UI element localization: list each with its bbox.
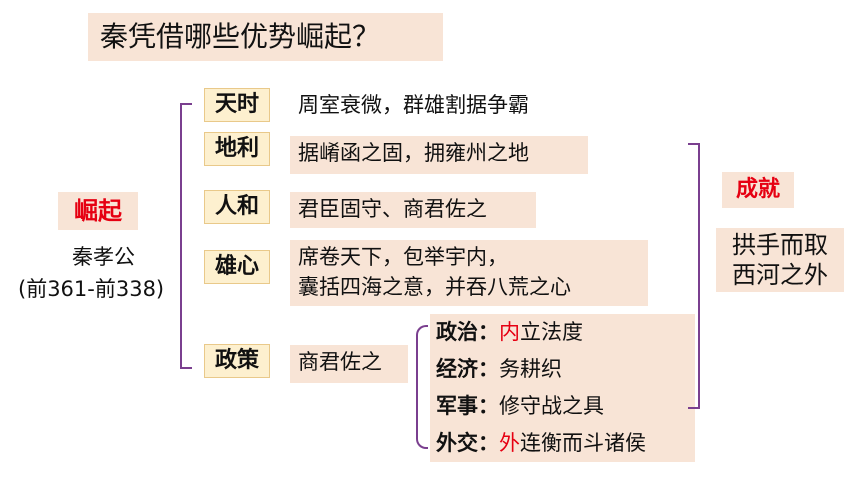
rise-label: 崛起 bbox=[58, 192, 138, 230]
tag-xiongxin: 雄心 bbox=[204, 250, 270, 284]
tag-tianshi: 天时 bbox=[204, 88, 270, 122]
page-title: 秦凭借哪些优势崛起？ bbox=[88, 13, 443, 61]
policy-block: 政治：内立法度 经济：务耕织 军事：修守战之具 外交：外连衡而斗诸侯 bbox=[430, 314, 695, 462]
text-dili: 据崤函之固，拥雍州之地 bbox=[290, 136, 588, 174]
policy-label: 外交： bbox=[436, 431, 499, 455]
policy-text: 立法度 bbox=[520, 320, 583, 344]
achievement-label: 成就 bbox=[722, 172, 794, 208]
policy-text: 务耕织 bbox=[499, 357, 562, 381]
policy-label: 政治： bbox=[436, 320, 499, 344]
reign-period: (前361-前338) bbox=[18, 277, 165, 301]
policy-text: 连衡而斗诸侯 bbox=[520, 431, 646, 455]
text-tianshi: 周室衰微，群雄割据争霸 bbox=[298, 93, 529, 117]
policy-prefix: 内 bbox=[499, 320, 520, 344]
tag-renhe: 人和 bbox=[204, 190, 270, 224]
policy-military: 军事：修守战之具 bbox=[436, 388, 695, 425]
text-zhengce: 商君佐之 bbox=[290, 345, 408, 383]
policy-bracket bbox=[416, 325, 428, 449]
policy-text: 修守战之具 bbox=[499, 394, 604, 418]
left-bracket bbox=[180, 103, 192, 369]
policy-economy: 经济：务耕织 bbox=[436, 351, 695, 388]
tag-dili: 地利 bbox=[204, 132, 270, 166]
text-xiongxin: 席卷天下，包举宇内， 囊括四海之意，并吞八荒之心 bbox=[290, 240, 648, 306]
text-renhe: 君臣固守、商君佐之 bbox=[290, 192, 536, 228]
achievement-line1: 拱手而取 bbox=[732, 231, 828, 259]
person-name: 秦孝公 bbox=[72, 245, 135, 269]
right-bracket bbox=[688, 143, 700, 409]
policy-politics: 政治：内立法度 bbox=[436, 314, 695, 351]
policy-label: 经济： bbox=[436, 357, 499, 381]
policy-prefix: 外 bbox=[499, 431, 520, 455]
achievement-line2: 西河之外 bbox=[732, 261, 828, 289]
text-xiongxin-line2: 囊括四海之意，并吞八荒之心 bbox=[298, 275, 571, 299]
achievement-text: 拱手而取 西河之外 bbox=[716, 228, 844, 292]
policy-label: 军事： bbox=[436, 394, 499, 418]
policy-diplomacy: 外交：外连衡而斗诸侯 bbox=[436, 425, 695, 462]
text-xiongxin-line1: 席卷天下，包举宇内， bbox=[298, 245, 508, 269]
tag-zhengce: 政策 bbox=[204, 344, 270, 378]
